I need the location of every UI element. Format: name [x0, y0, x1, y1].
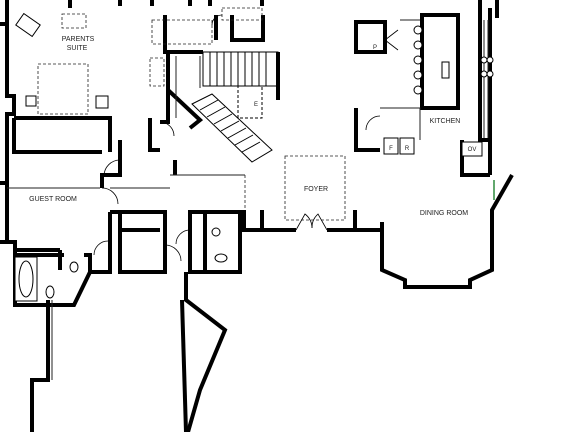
- kitchen-counter-right: [483, 20, 489, 138]
- guest-tub-basin: [18, 260, 34, 298]
- label-parents-suite-2: SUITE: [67, 45, 88, 52]
- stair-wall-thin: [175, 56, 201, 118]
- kitchen-cab-line: [380, 107, 421, 140]
- label-pantry: P: [373, 45, 377, 51]
- stool-3: [413, 55, 423, 65]
- hall-sink: [211, 227, 221, 237]
- label-foyer: FOYER: [304, 186, 328, 193]
- label-fridge: F: [389, 146, 393, 152]
- door-laundry: [164, 244, 182, 262]
- wall-laundry: [118, 210, 167, 274]
- cooktop-burner-3: [480, 70, 488, 78]
- stool-5: [413, 85, 423, 95]
- door-guest-bath: [93, 240, 109, 256]
- stair-upper-treads: [209, 52, 267, 86]
- guest-sink: [69, 261, 79, 273]
- suite-top-furniture-2: [221, 7, 263, 21]
- label-dining-room: DINING ROOM: [420, 210, 468, 217]
- suite-chair-1: [25, 95, 37, 107]
- label-elevator: E: [254, 102, 258, 108]
- dashed-features: [37, 7, 346, 221]
- guest-toilet: [45, 285, 55, 299]
- stair-lower-run: [191, 93, 273, 163]
- door-pantry: [384, 29, 399, 51]
- wall-suite-bottom: [12, 116, 112, 154]
- label-parents-suite-1: PARENTS: [62, 36, 95, 43]
- range-box: [399, 137, 415, 155]
- suite-side-furniture-2: [61, 13, 87, 29]
- label-oven: OV: [468, 147, 477, 153]
- wall-hall-right: [148, 118, 177, 175]
- foyer-outline: [284, 155, 346, 221]
- hall-guide: [110, 174, 245, 189]
- cooktop-burner-4: [486, 70, 494, 78]
- wall-guest-bath-inner: [15, 248, 62, 270]
- wall-lower-angled: [184, 272, 228, 432]
- oven-box: [461, 141, 483, 157]
- label-kitchen: KITCHEN: [430, 118, 461, 125]
- door-foyer-right: [311, 213, 328, 231]
- door-suite: [103, 159, 121, 177]
- stool-1: [413, 25, 423, 35]
- thin-lines: [7, 19, 489, 380]
- suite-chair-2: [95, 95, 109, 109]
- stool-2: [413, 40, 423, 50]
- wall-left-outer: [0, 0, 17, 255]
- guest-bathtub: [14, 256, 38, 302]
- hall-toilet: [214, 253, 228, 263]
- door-kitchen-closet: [365, 115, 381, 131]
- suite-bed-outline: [37, 63, 89, 115]
- wall-foyer-side-left: [242, 210, 264, 228]
- suite-sofa: [15, 12, 41, 38]
- fridge-box: [383, 137, 399, 155]
- suite-side-furniture: [149, 57, 165, 87]
- door-guest: [101, 187, 119, 205]
- island-sink: [441, 61, 450, 79]
- fixtures-group: [14, 12, 494, 302]
- wall-lower-left: [30, 300, 50, 432]
- wall-suite-top: [68, 0, 264, 8]
- door-swings: [93, 14, 399, 262]
- wall-dining-bay: [380, 174, 514, 289]
- cooktop-burner-2: [486, 56, 494, 64]
- wall-hall-left: [100, 140, 122, 188]
- stair-lower-treads: [199, 99, 261, 153]
- label-guest-room: GUEST ROOM: [29, 196, 77, 203]
- label-range: R: [405, 146, 410, 152]
- cooktop-burner-1: [480, 56, 488, 64]
- staircase: [191, 51, 279, 163]
- door-closet-top: [211, 14, 223, 26]
- wall-lower-angled-inner: [180, 299, 188, 432]
- wall-stair-enclosure: [160, 50, 280, 130]
- walls: [0, 0, 514, 432]
- wall-kitchen-left: [354, 108, 380, 152]
- door-stair: [159, 121, 175, 137]
- suite-top-furniture-1: [151, 19, 213, 45]
- door-hall-bath: [175, 229, 191, 245]
- elevator-outline: [237, 85, 263, 119]
- wall-pantry: [354, 20, 387, 54]
- wall-hall-bath: [188, 210, 242, 274]
- stool-4: [413, 70, 423, 80]
